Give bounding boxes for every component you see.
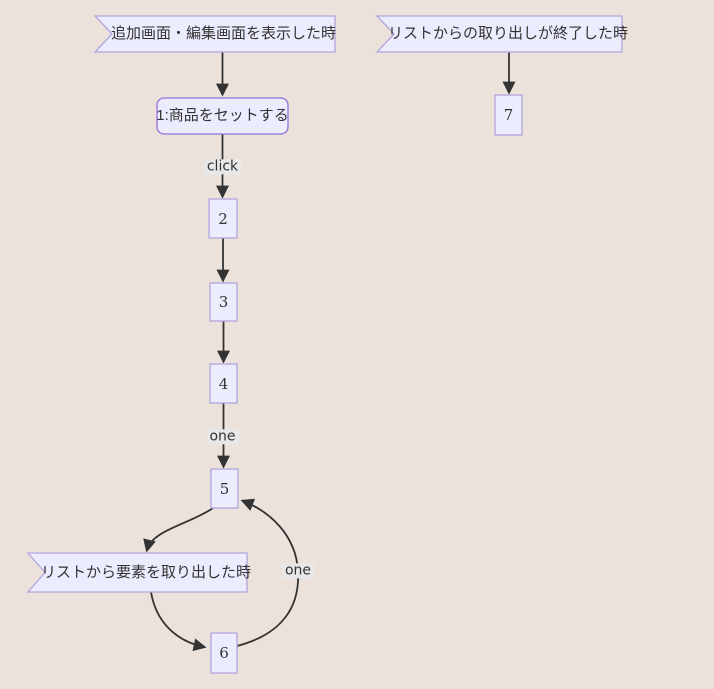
node-4-shape: [209, 363, 238, 404]
banner-show-add-edit-label: 追加画面・編集画面を表示した時: [110, 24, 337, 42]
node-1-shape: [156, 97, 289, 135]
banner-item-taken-shape: [26, 552, 248, 593]
node-2-shape: [208, 198, 238, 239]
node-3-label: 3: [218, 292, 229, 311]
edge-label-one-first: one: [206, 428, 239, 445]
edge-label-click: click: [203, 158, 242, 175]
node-5-shape: [210, 468, 239, 509]
banner-extract-finished-shape: [375, 15, 623, 53]
node-6-shape: [210, 632, 238, 674]
node-7-label: 7: [503, 105, 514, 124]
banner-show-add-edit-shape: [93, 15, 336, 53]
node-7-shape: [494, 94, 523, 136]
node-6-label: 6: [219, 643, 229, 662]
node-1-label: 1:商品をセットする: [156, 106, 289, 124]
edge-banner-item-taken-to-node-6: [150, 591, 207, 652]
node-4-label: 4: [218, 374, 229, 393]
edge-node-5-to-banner-item-taken: [143, 507, 214, 553]
node-5-label: 5: [219, 479, 230, 498]
node-3-shape: [209, 282, 238, 322]
edge-label-one-second: one: [281, 562, 315, 579]
node-2-label: 2: [218, 209, 228, 228]
banner-group: [26, 15, 623, 593]
node-group: [156, 94, 523, 674]
banner-item-taken-label: リストから要素を取り出した時: [40, 563, 252, 581]
banner-extract-finished-label: リストからの取り出しが終了した時: [387, 24, 629, 42]
